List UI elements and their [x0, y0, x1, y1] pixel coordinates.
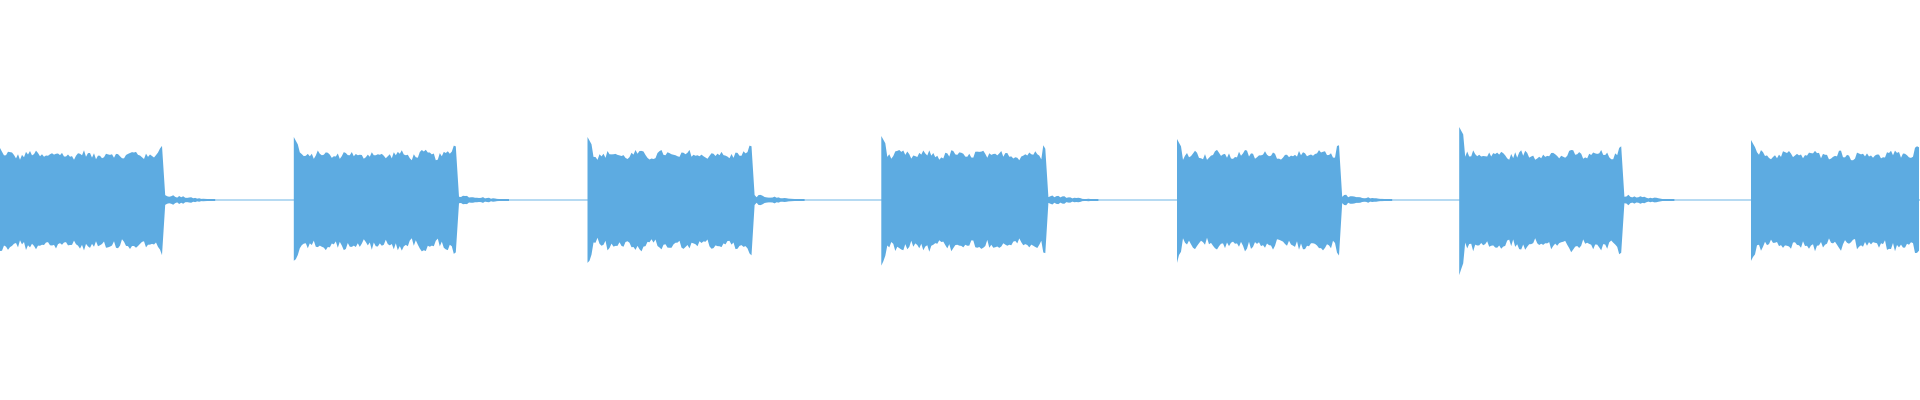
- waveform-burst: [293, 137, 509, 261]
- waveform-burst: [881, 136, 1099, 266]
- waveform-bursts: [0, 127, 1919, 276]
- waveform-burst: [1751, 140, 1919, 261]
- waveform-burst: [0, 145, 216, 256]
- waveform-burst: [1177, 139, 1393, 263]
- waveform-burst: [1459, 127, 1675, 276]
- waveform-burst: [587, 137, 805, 263]
